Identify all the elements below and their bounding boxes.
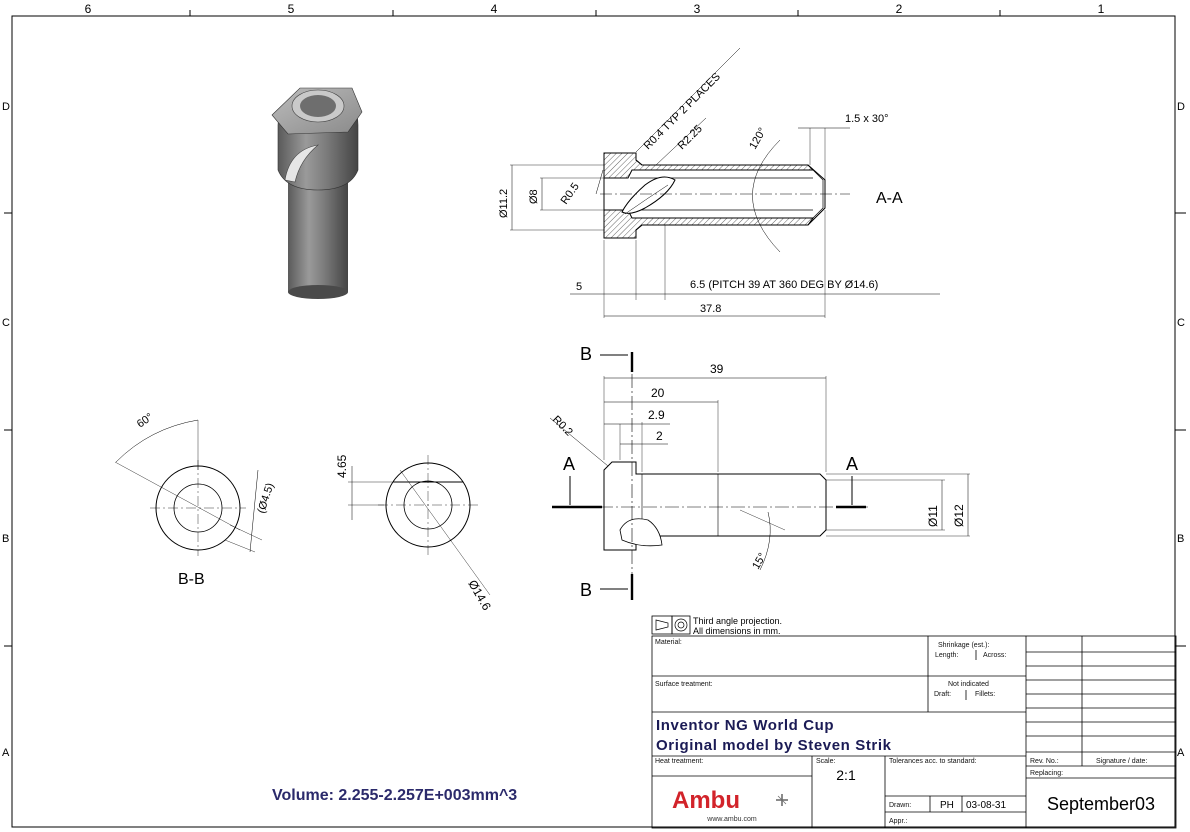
dim-d112: Ø11.2 [498,189,510,218]
dim-len39: 39 [710,362,724,376]
dim-len29: 2.9 [648,408,665,422]
dim-len465: 4.65 [335,454,349,478]
section-aa-title: A-A [876,190,903,207]
zone-col-5: 5 [288,2,295,16]
zone-col-3: 3 [694,2,701,16]
zone-row-b-left: B [2,533,9,545]
not-indicated-label: Not indicated [948,681,989,688]
zone-col-4: 4 [491,2,498,16]
end-view [348,455,491,596]
title-block [651,615,1177,829]
draft-label: Draft: [934,691,951,698]
tolerances-label: Tolerances acc. to standard: [889,758,977,765]
drawn-date: 03-08-31 [966,800,1006,811]
dim-d8: Ø8 [528,189,540,204]
zone-row-b-right: B [1177,533,1184,545]
section-aa-labels: A-A R0.4 TYP 2 PLACES R2.25 1.5 x 30° 12… [498,71,903,315]
dim-d12: Ø12 [952,504,966,527]
fillets-label: Fillets: [975,691,995,698]
side-view [549,352,970,600]
length-label: Length: [935,652,958,659]
side-view-labels: 39 20 2.9 2 R0.2 Ø11 Ø12 15° B B A A [550,344,966,600]
title-block-text: Third angle projection. All dimensions i… [655,616,1155,825]
brand-logo: Ambu [672,787,740,814]
projection-line1: Third angle projection. [693,616,782,626]
appr-label: Appr.: [889,818,907,825]
zone-col-6: 6 [85,2,92,16]
zone-row-d-left: D [2,101,10,113]
dim-r225: R2.25 [676,123,705,152]
dim-r05: R0.5 [559,181,582,207]
dim-d11: Ø11 [926,505,940,527]
drawing-title-1: Inventor NG World Cup [656,717,834,734]
rev-no-label: Rev. No.: [1030,758,1059,765]
across-label: Across: [983,652,1006,659]
zone-row-c-left: C [2,317,10,329]
drawn-label: Drawn: [889,802,911,809]
volume-text: Volume: 2.255-2.257E+003mm^3 [272,787,517,804]
zone-col-2: 2 [896,2,903,16]
dim-ang60: 60° [135,411,156,430]
end-view-labels: 4.65 Ø14.6 [335,454,494,613]
scale-label: Scale: [816,758,836,765]
heat-treatment-label: Heat treatment: [655,758,703,765]
isometric-view [271,87,363,299]
dim-len5: 5 [576,281,582,293]
dim-r02: R0.2 [550,414,575,439]
dim-len2: 2 [656,429,663,443]
zone-row-a-left: A [2,747,10,759]
zone-col-1: 1 [1098,2,1105,16]
dim-pitch: 6.5 (PITCH 39 AT 360 DEG BY Ø14.6) [690,279,878,291]
brand-website: www.ambu.com [706,816,757,823]
section-label-a-right: A [846,454,858,474]
dim-ang15: 15° [750,551,769,571]
dim-len20: 20 [651,386,665,400]
material-label: Material: [655,639,682,646]
replacing-label: Replacing: [1030,770,1063,777]
dim-angle-120: 120° [747,126,769,152]
section-bb-view [114,419,263,556]
shrinkage-label: Shrinkage (est.): [938,642,989,649]
section-aa-view [510,47,940,318]
sheet-frame [4,10,1186,828]
zone-row-c-right: C [1177,317,1185,329]
brand-cross-icon [776,794,788,806]
drawn-by: PH [940,800,954,811]
projection-line2: All dimensions in mm. [693,626,781,636]
surface-label: Surface treatment: [655,681,713,688]
scale-value: 2:1 [836,767,856,783]
dim-d146: Ø14.6 [465,578,494,614]
drawing-number: September03 [1047,794,1155,814]
section-bb-title: B-B [178,571,205,588]
dim-len378: 37.8 [700,303,721,315]
dim-d45: (Ø4.5) [255,482,276,515]
section-label-b-top: B [580,344,592,364]
zone-labels: 6 5 4 3 2 1 D C B A D C B A [2,2,1185,759]
zone-row-a-right: A [1177,747,1185,759]
section-label-b-bottom: B [580,580,592,600]
dim-chamfer: 1.5 x 30° [845,113,889,125]
drawing-title-2: Original model by Steven Strik [656,737,892,754]
signature-label: Signature / date: [1096,758,1147,765]
zone-row-d-right: D [1177,101,1185,113]
section-label-a-left: A [563,454,575,474]
